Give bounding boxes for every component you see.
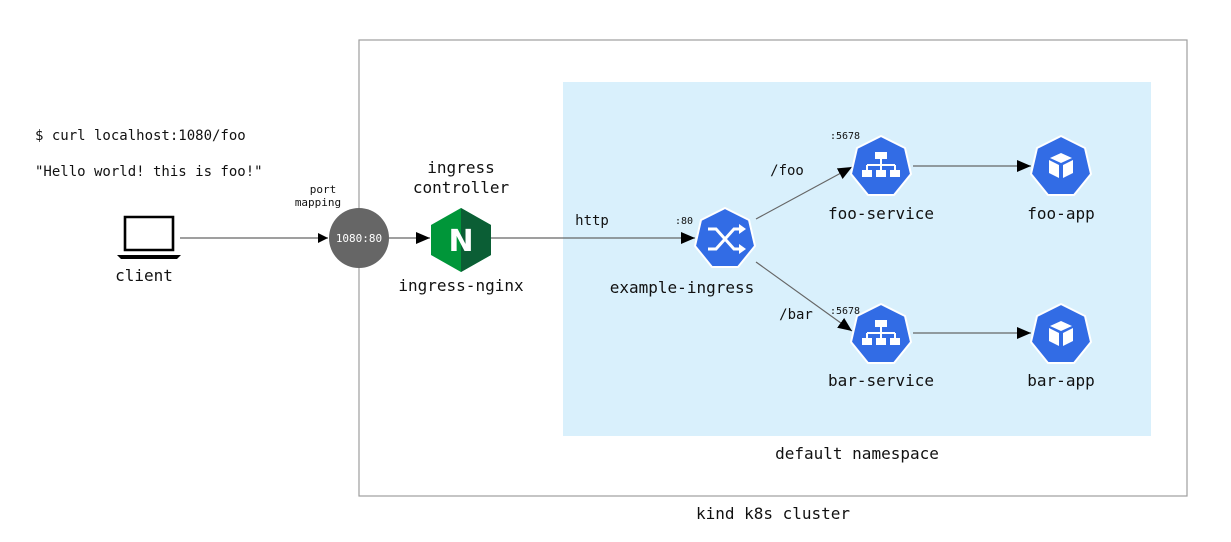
bar-service-name: bar-service [828,371,934,390]
edge-ingress-to-bar-service [755,261,853,332]
ingress-icon [693,206,757,268]
nginx-logo-letter: N [448,224,473,259]
nginx-logo-icon: N [431,208,491,272]
controller-title-1: ingress [427,158,494,177]
http-label: http [575,213,609,229]
namespace-label: default namespace [775,444,939,463]
pod-icon [1029,302,1093,364]
laptop-icon [117,215,181,259]
port-mapping-label-2: mapping [295,196,341,209]
bar-path-label: /bar [779,307,813,323]
service-icon [849,134,913,196]
ingress-port-label: :80 [675,216,693,227]
edge-ingress-to-foo-service [755,166,853,220]
bar-port-label: :5678 [830,306,860,317]
ingress-name: example-ingress [610,278,755,297]
cluster-label: kind k8s cluster [696,504,850,523]
controller-name: ingress-nginx [398,276,524,295]
port-mapping-label-1: port [310,183,337,196]
controller-title-2: controller [413,178,510,197]
client-label: client [115,266,173,285]
foo-port-label: :5678 [830,131,860,142]
pod-icon [1029,134,1093,196]
curl-response: "Hello world! this is foo!" [35,164,263,180]
foo-service-name: foo-service [828,204,934,223]
foo-app-name: foo-app [1027,204,1094,223]
bar-app-name: bar-app [1027,371,1094,390]
service-icon [849,302,913,364]
port-mapping-value: 1080:80 [336,232,382,245]
foo-path-label: /foo [770,163,804,179]
port-mapping-node [329,208,389,268]
curl-command: $ curl localhost:1080/foo [35,128,246,144]
